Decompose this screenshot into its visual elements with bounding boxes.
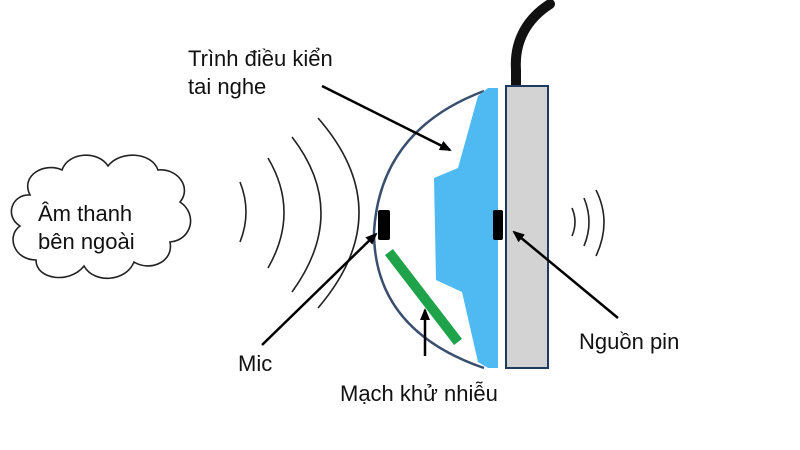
driver-label: Trình điều kiển tai nghe — [188, 45, 333, 101]
noise-circuit-label: Mạch khử nhiễu — [340, 381, 498, 406]
headphone-driver — [434, 88, 498, 368]
mic-arrow — [261, 232, 378, 346]
ear-cup-housing — [372, 89, 485, 370]
sound-wave — [267, 157, 285, 269]
driver-arrow — [321, 84, 452, 152]
external-sound-label: Âm thanh bên ngoài — [38, 200, 135, 256]
sound-cloud-shape — [10, 154, 192, 280]
sound-wave — [317, 117, 360, 309]
sound-wave — [291, 136, 322, 293]
sound-wave — [239, 181, 247, 243]
battery-arrow — [512, 230, 619, 319]
battery-sensor — [493, 210, 503, 240]
noise-cancel-board — [384, 248, 463, 346]
ear-sound-waves — [571, 189, 605, 257]
mic-sensor — [378, 210, 390, 240]
headphone-cable — [510, 0, 555, 95]
battery-panel — [505, 85, 549, 369]
sound-wave — [571, 207, 576, 237]
driver-label-line1: Trình điều kiển — [188, 46, 333, 71]
mic-label: Mic — [238, 351, 273, 376]
driver-label-line2: tai nghe — [188, 74, 267, 99]
external-sound-waves — [239, 117, 360, 309]
external-sound-label-line2: bên ngoài — [38, 229, 135, 254]
battery-label: Nguồn pin — [579, 329, 680, 354]
sound-wave — [595, 189, 605, 257]
external-sound-label-line1: Âm thanh — [38, 201, 133, 226]
sound-wave — [583, 197, 590, 247]
